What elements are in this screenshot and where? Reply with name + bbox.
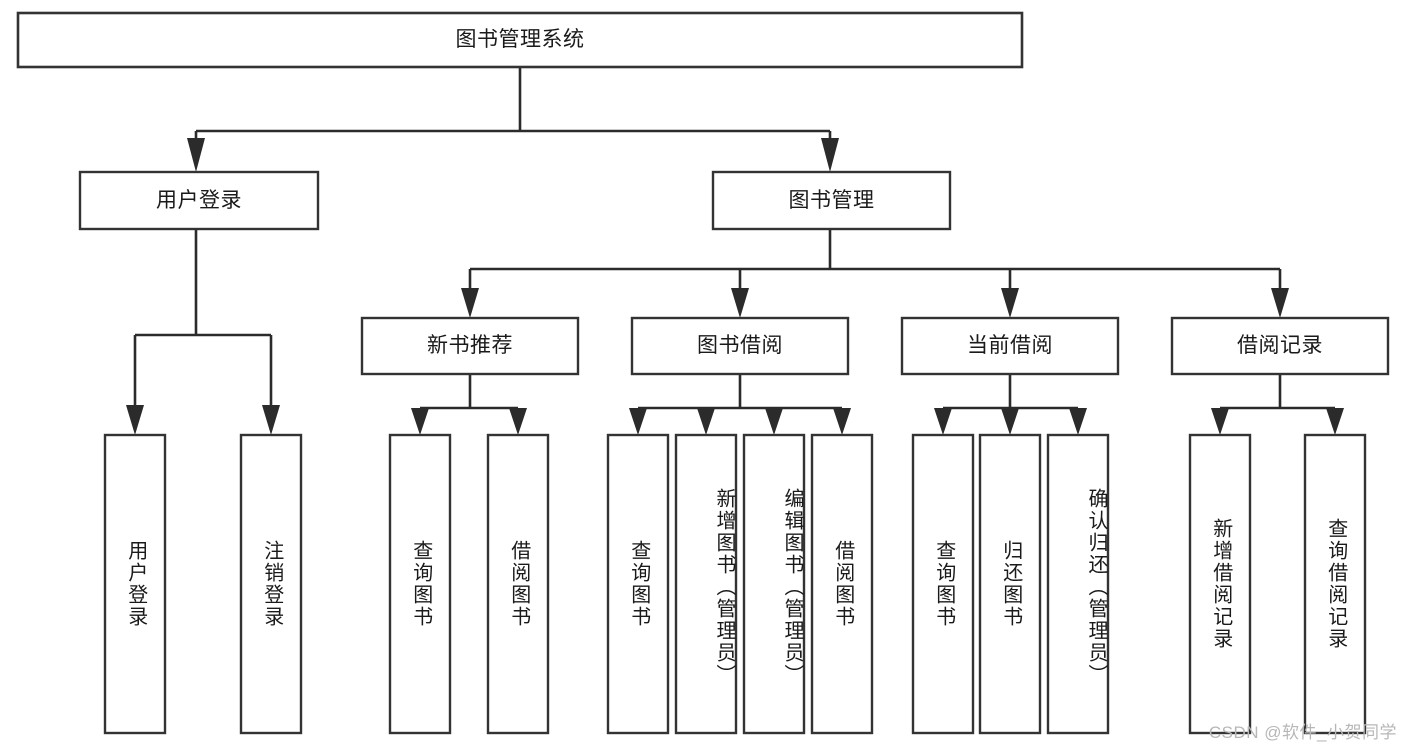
arrowhead-new-book-recommend xyxy=(461,288,479,318)
box-user-login[interactable] xyxy=(78,170,320,231)
box-leaf-query-book-2[interactable] xyxy=(606,433,670,735)
box-leaf-add-borrow-record[interactable] xyxy=(1188,433,1252,735)
box-leaf-query-borrow-record[interactable] xyxy=(1303,433,1367,735)
box-leaf-add-book-admin[interactable] xyxy=(674,433,738,735)
arrowhead-bookborrow-leaf-2 xyxy=(697,408,715,435)
arrowhead-borrowrecord-leaf-2 xyxy=(1326,408,1344,435)
box-leaf-edit-book-admin[interactable] xyxy=(742,433,806,735)
arrowhead-currentborrow-leaf-3 xyxy=(1069,408,1087,435)
box-leaf-confirm-return-admin[interactable] xyxy=(1046,433,1110,735)
box-current-borrow[interactable] xyxy=(900,316,1120,376)
arrowhead-borrowrecord-leaf-1 xyxy=(1211,408,1229,435)
box-borrow-record[interactable] xyxy=(1170,316,1390,376)
csdn-watermark: CSDN @软件_小贺同学 xyxy=(1208,723,1397,742)
connector-layer xyxy=(126,67,1344,435)
arrowhead-current-borrow xyxy=(1001,288,1019,318)
arrowhead-user-login xyxy=(187,138,205,172)
arrowhead-bookborrow-leaf-3 xyxy=(765,408,783,435)
arrowhead-newbook-leaf-1 xyxy=(411,408,429,435)
arrowhead-leaf-logout xyxy=(262,405,280,435)
box-leaf-user-login[interactable] xyxy=(103,433,167,735)
arrowhead-book-borrow xyxy=(731,288,749,318)
box-leaf-query-book-1[interactable] xyxy=(388,433,452,735)
arrowhead-borrow-record xyxy=(1271,288,1289,318)
arrowhead-currentborrow-leaf-2 xyxy=(1001,408,1019,435)
box-book-manage[interactable] xyxy=(711,170,952,231)
box-leaf-query-book-3[interactable] xyxy=(911,433,975,735)
box-leaf-logout[interactable] xyxy=(239,433,303,735)
box-layer xyxy=(16,11,1390,735)
box-leaf-return-book[interactable] xyxy=(978,433,1042,735)
arrowhead-leaf-user-login xyxy=(126,405,144,435)
arrowhead-bookborrow-leaf-4 xyxy=(833,408,851,435)
arrowhead-bookborrow-leaf-1 xyxy=(629,408,647,435)
box-new-book-recommend[interactable] xyxy=(360,316,580,376)
arrowhead-currentborrow-leaf-1 xyxy=(934,408,952,435)
box-book-borrow[interactable] xyxy=(630,316,850,376)
box-leaf-borrow-book-1[interactable] xyxy=(486,433,550,735)
box-root-system[interactable] xyxy=(16,11,1024,69)
box-leaf-borrow-book-2[interactable] xyxy=(810,433,874,735)
arrowhead-book-manage xyxy=(821,138,839,172)
arrowhead-newbook-leaf-2 xyxy=(509,408,527,435)
